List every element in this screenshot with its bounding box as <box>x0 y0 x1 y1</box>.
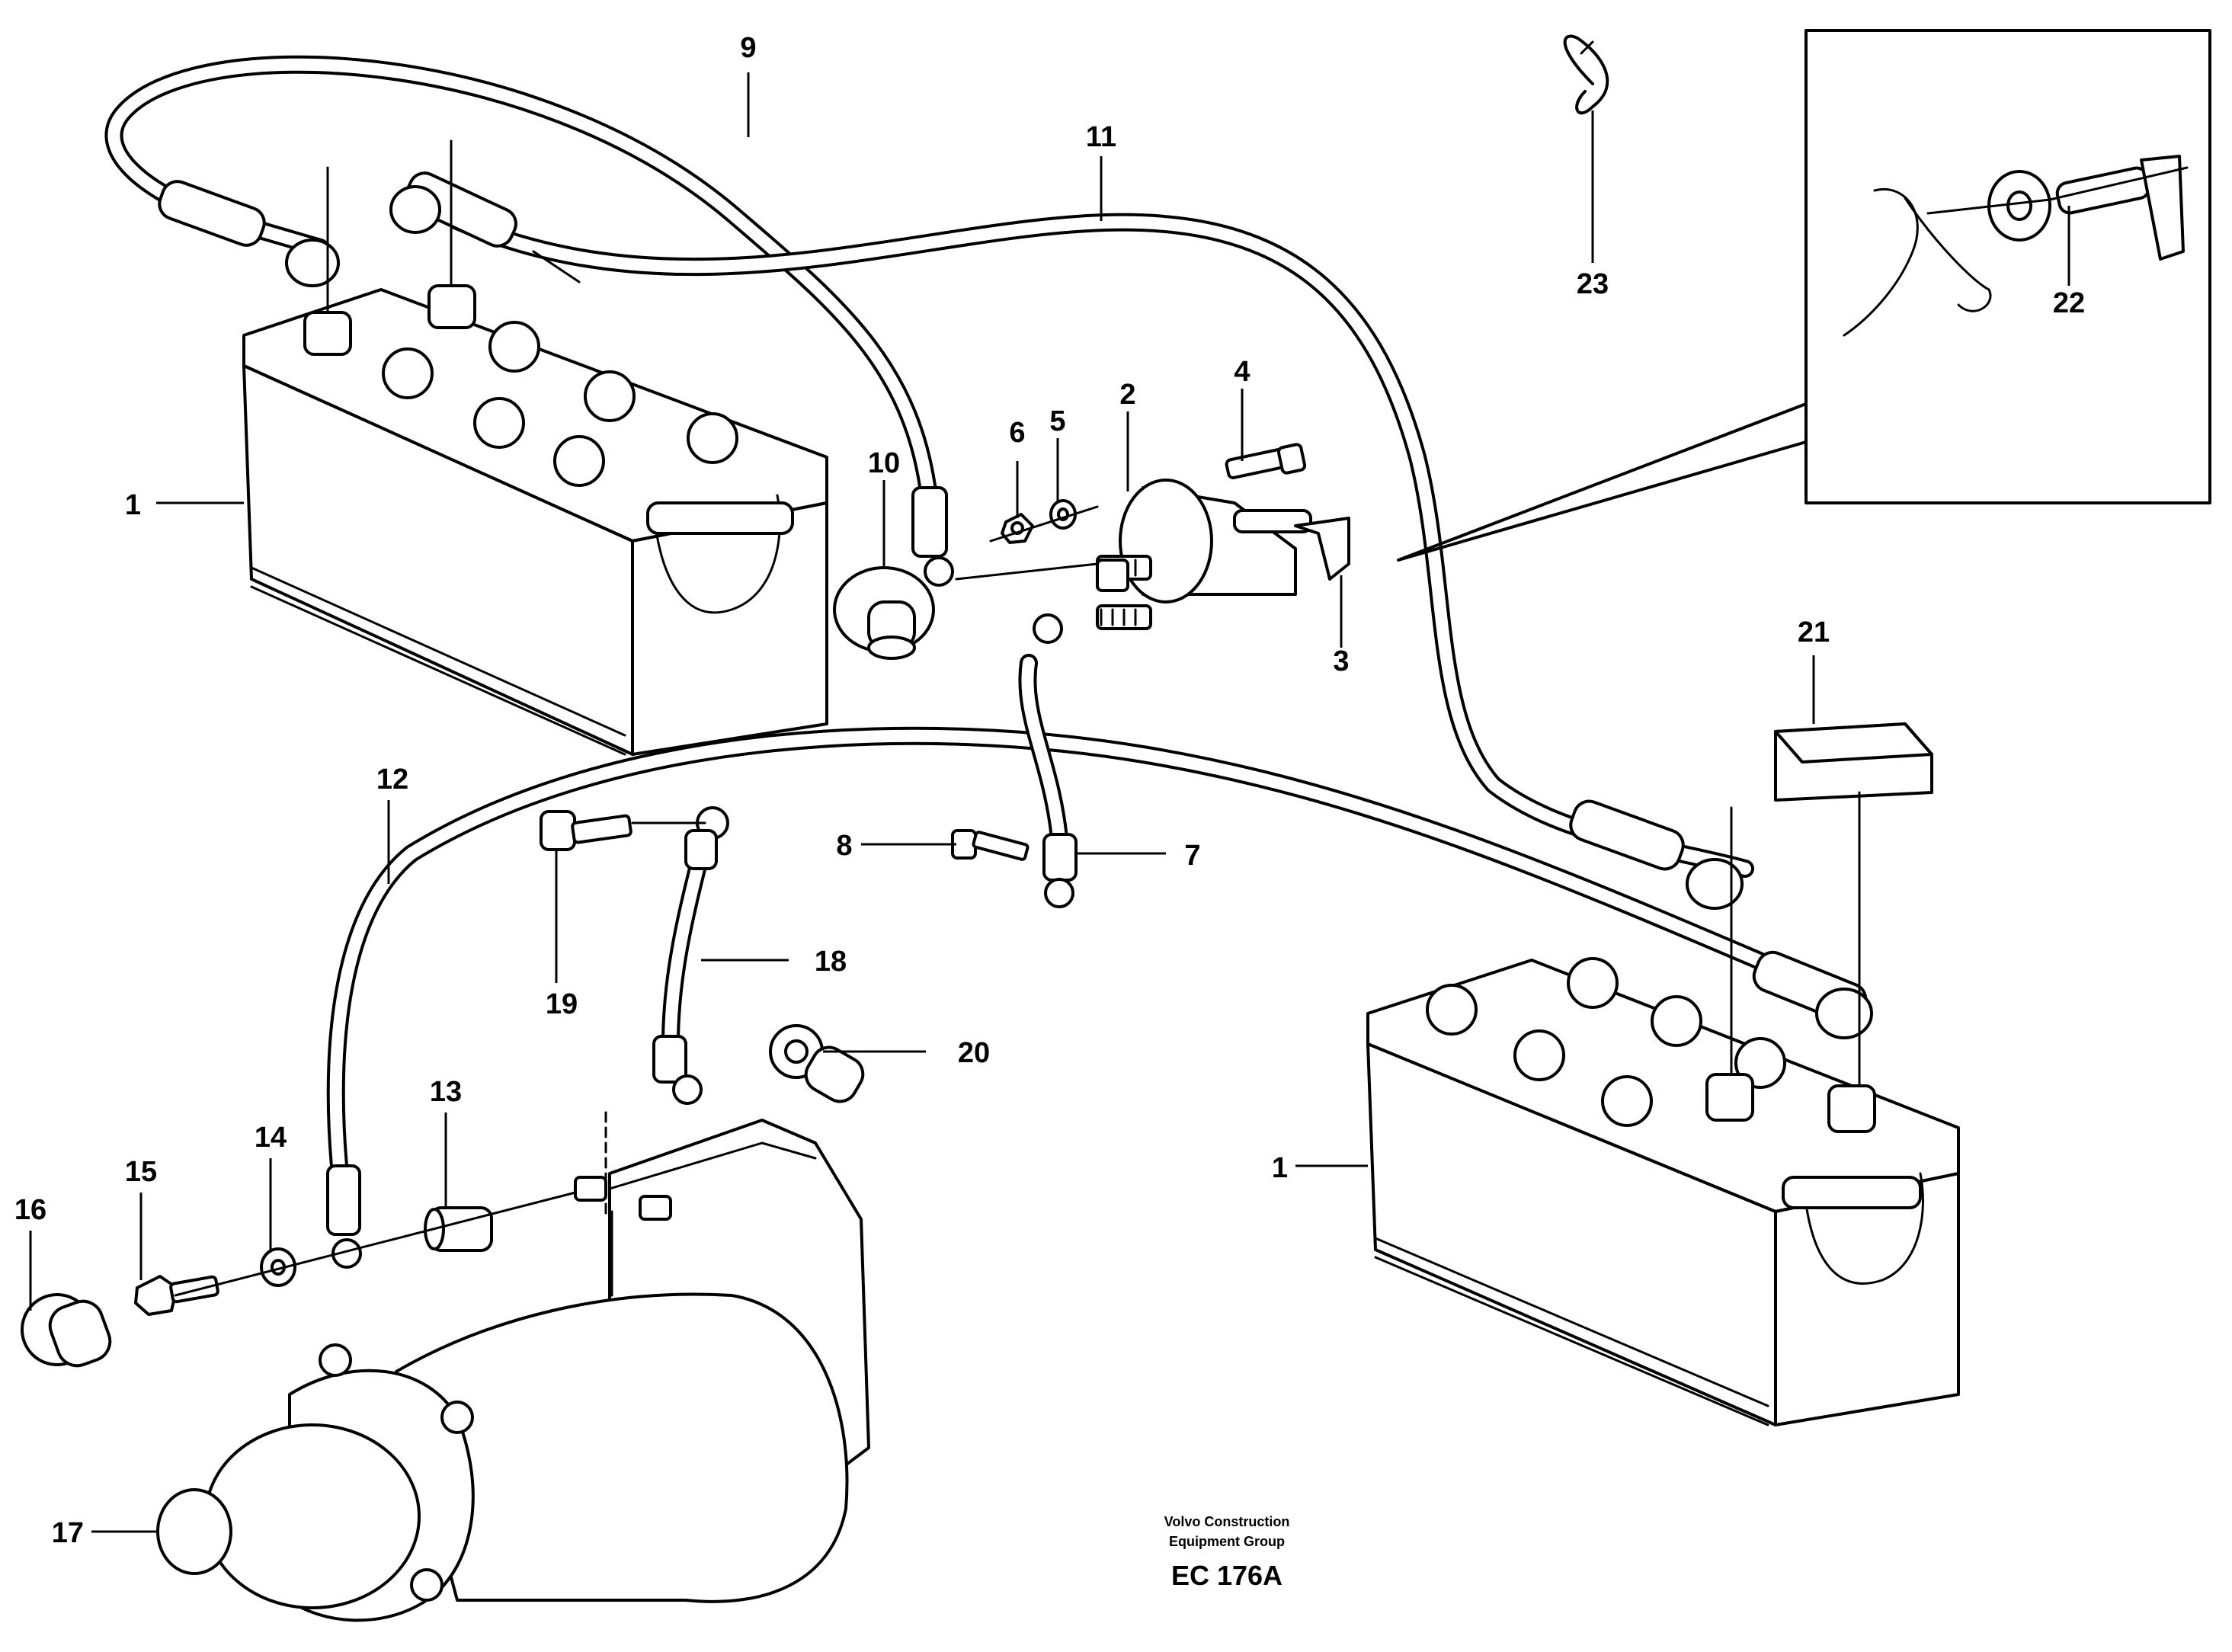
callout-1-right: 1 <box>1272 1152 1288 1184</box>
bolt-19 <box>540 810 632 851</box>
callout-13: 13 <box>430 1076 462 1108</box>
inset-frame <box>1804 29 2211 504</box>
inset-detail <box>1843 155 2189 337</box>
battery-top-left <box>242 139 828 756</box>
cable-18 <box>661 844 710 1053</box>
inset-pointer <box>1397 402 1808 562</box>
drawing-code: EC 176A <box>1171 1560 1283 1591</box>
callout-9: 9 <box>740 32 756 64</box>
terminal-cover-20 <box>769 1024 865 1103</box>
battery-bottom-right <box>1366 791 1960 1426</box>
callout-8: 8 <box>836 830 852 862</box>
box-21 <box>1774 722 1933 802</box>
assembly-line-starter <box>174 1191 577 1297</box>
callout-11: 11 <box>1086 121 1116 153</box>
cable-9 <box>104 55 939 512</box>
assembly-line-lug <box>955 562 1099 581</box>
cable-18-lugs <box>652 806 729 1105</box>
starter-motor <box>156 1111 870 1622</box>
credit-line-1: Volvo Construction <box>1164 1514 1290 1529</box>
bolt-8 <box>951 829 1030 861</box>
stud-bolt-4 <box>1225 443 1307 479</box>
leader-lines <box>29 72 2070 1533</box>
cable-tie-23 <box>1563 34 1609 115</box>
washer-5 <box>1049 499 1077 530</box>
bolt-15 <box>134 1275 219 1316</box>
cable-7 <box>1018 654 1068 847</box>
publisher-credit: Volvo Construction Equipment Group EC 17… <box>1164 1514 1290 1591</box>
callout-20: 20 <box>958 1037 990 1069</box>
callout-1-left: 1 <box>125 489 141 521</box>
callout-18: 18 <box>815 946 847 978</box>
callout-14: 14 <box>255 1122 287 1154</box>
callout-6: 6 <box>1009 417 1025 449</box>
callout-2: 2 <box>1119 379 1135 411</box>
callout-15: 15 <box>125 1156 157 1188</box>
credit-line-2: Equipment Group <box>1169 1534 1285 1549</box>
callout-5: 5 <box>1049 405 1065 437</box>
cable-11 <box>448 212 1754 878</box>
terminal-cover-10 <box>833 566 935 660</box>
callout-12: 12 <box>376 764 408 796</box>
cable-7-lugs <box>1033 613 1078 908</box>
cable-12-starter-lug <box>326 1164 362 1269</box>
callout-7: 7 <box>1184 840 1200 872</box>
callout-16: 16 <box>14 1194 46 1226</box>
cable-11-right-end <box>1569 799 1744 910</box>
cable-12-right-end <box>1752 950 1873 1039</box>
callout-10: 10 <box>868 447 900 479</box>
washer-14 <box>260 1247 296 1287</box>
callout-23: 23 <box>1577 268 1609 300</box>
assembly-line-solenoid <box>989 505 1099 543</box>
cable-9-battery-end <box>158 180 340 287</box>
cable-11-battery-end <box>389 171 581 283</box>
callout-17: 17 <box>52 1517 84 1549</box>
callout-22: 22 <box>2053 287 2085 319</box>
cable-12 <box>326 726 1838 1198</box>
callout-21: 21 <box>1798 616 1830 648</box>
solenoid-switch <box>1096 479 1350 630</box>
callout-3: 3 <box>1333 645 1349 677</box>
cable-9-solenoid-lug <box>911 486 954 587</box>
terminal-cover-16 <box>21 1293 112 1368</box>
callout-4: 4 <box>1234 356 1250 388</box>
callout-numbers: 1 1 2 3 4 5 6 7 8 9 10 11 12 13 14 15 16… <box>14 32 2085 1549</box>
callout-19: 19 <box>546 988 578 1020</box>
